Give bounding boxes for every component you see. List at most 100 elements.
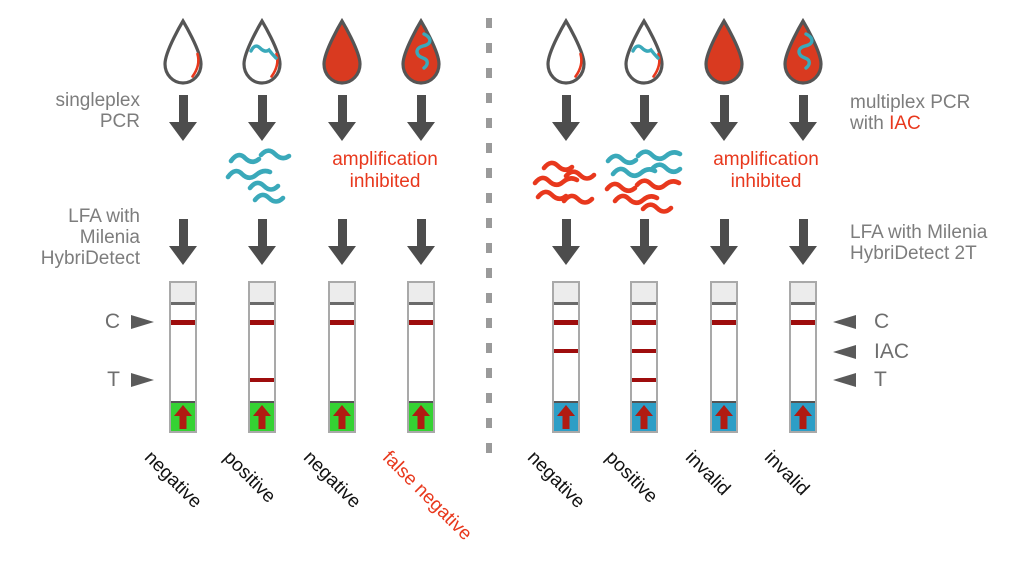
strip-line-T (632, 378, 656, 382)
test-strip (169, 281, 197, 433)
strip-line-C (330, 320, 354, 325)
marker-label-C: C (874, 310, 890, 333)
down-arrow-icon (710, 219, 738, 265)
arrow-shaft (416, 95, 426, 122)
down-arrow-icon (169, 219, 197, 265)
marker-label-T: T (874, 368, 887, 391)
iac-text: IAC (889, 113, 921, 134)
arrow-shaft (639, 219, 649, 246)
strip-sample-cap (791, 283, 815, 305)
strip-sample-cap (250, 283, 274, 305)
strip-line-C (171, 320, 195, 325)
result-label: invalid (681, 447, 735, 500)
lfa-hybridetect-label: LFA with Milenia HybriDetect (10, 206, 140, 269)
pad-arrow-icon (715, 405, 733, 429)
arrow-head (328, 246, 356, 265)
strip-sample-cap (171, 283, 195, 305)
strip-green-pad (409, 401, 433, 431)
arrow-head (630, 246, 658, 265)
arrow-head (710, 122, 738, 141)
marker-triangle-left-icon (833, 315, 856, 329)
down-arrow-icon (552, 219, 580, 265)
marker-triangle-right-icon (131, 315, 154, 329)
pad-arrow-icon (635, 405, 653, 429)
amplicons-teal-red-icon (602, 148, 686, 219)
droplet-clear-icon (543, 17, 589, 91)
pad-arrow-icon (333, 405, 351, 429)
arrow-head (789, 122, 817, 141)
arrow-shaft (257, 95, 267, 122)
arrow-head (248, 122, 276, 141)
test-strip (328, 281, 356, 433)
amplification-line1: amplification (332, 149, 438, 170)
singleplex-pcr-label: singleplex PCR (20, 90, 141, 132)
arrow-head (630, 122, 658, 141)
test-strip (710, 281, 738, 433)
pad-arrow-icon (174, 405, 192, 429)
arrow-head (789, 246, 817, 265)
amplification-line2: inhibited (349, 171, 421, 192)
result-label: invalid (760, 447, 814, 500)
amplification-inhibited-label-right: amplification inhibited (686, 149, 846, 193)
test-strip (248, 281, 276, 433)
arrow-shaft (416, 219, 426, 246)
test-strip (630, 281, 658, 433)
arrow-head (169, 246, 197, 265)
lfa-label-line1: LFA with (68, 206, 140, 227)
dashed-divider (486, 18, 492, 468)
amplification-line1: amplification (713, 149, 819, 170)
strip-line-C (791, 320, 815, 325)
pad-arrow-icon (412, 405, 430, 429)
arrow-shaft (798, 95, 808, 122)
result-label: negative (140, 447, 206, 513)
marker-triangle-right-icon (131, 373, 154, 387)
result-label: positive (219, 447, 280, 508)
lfa-2t-label-line1: LFA with Milenia (850, 222, 988, 243)
droplet-blood-target-icon (398, 17, 444, 91)
singleplex-pcr-label-line2: PCR (99, 111, 140, 132)
strip-sample-cap (712, 283, 736, 305)
strip-blue-pad (554, 401, 578, 431)
strip-green-pad (171, 401, 195, 431)
amplification-inhibited-label-left: amplification inhibited (305, 149, 465, 193)
strip-line-IAC (554, 349, 578, 353)
arrow-shaft (561, 95, 571, 122)
down-arrow-icon (710, 95, 738, 141)
strip-line-C (250, 320, 274, 325)
down-arrow-icon (789, 219, 817, 265)
arrow-shaft (719, 219, 729, 246)
arrow-shaft (337, 95, 347, 122)
strip-line-IAC (632, 349, 656, 353)
test-strip (789, 281, 817, 433)
lfa-label-line2: Milenia (79, 227, 140, 248)
arrow-head (407, 246, 435, 265)
strip-line-C (632, 320, 656, 325)
down-arrow-icon (407, 95, 435, 141)
down-arrow-icon (407, 219, 435, 265)
pad-arrow-icon (253, 405, 271, 429)
lfa-hybridetect-2t-label: LFA with Milenia HybriDetect 2T (850, 222, 1024, 264)
pad-arrow-icon (794, 405, 812, 429)
strip-blue-pad (632, 401, 656, 431)
arrow-head (248, 246, 276, 265)
arrow-shaft (561, 219, 571, 246)
arrow-head (552, 246, 580, 265)
strip-line-C (554, 320, 578, 325)
arrow-shaft (798, 219, 808, 246)
down-arrow-icon (328, 95, 356, 141)
strip-blue-pad (712, 401, 736, 431)
singleplex-pcr-label-line1: singleplex (55, 90, 141, 111)
lfa-2t-label-line2: HybriDetect 2T (850, 243, 977, 264)
marker-label-C: C (104, 310, 120, 333)
result-label: negative (523, 447, 589, 513)
arrow-shaft (257, 219, 267, 246)
test-strip (552, 281, 580, 433)
amplicons-teal-icon (223, 147, 301, 212)
arrow-shaft (337, 219, 347, 246)
droplet-blood-icon (319, 17, 365, 91)
droplet-blood-icon (701, 17, 747, 91)
arrow-head (407, 122, 435, 141)
down-arrow-icon (789, 95, 817, 141)
droplet-clear-icon (160, 17, 206, 91)
